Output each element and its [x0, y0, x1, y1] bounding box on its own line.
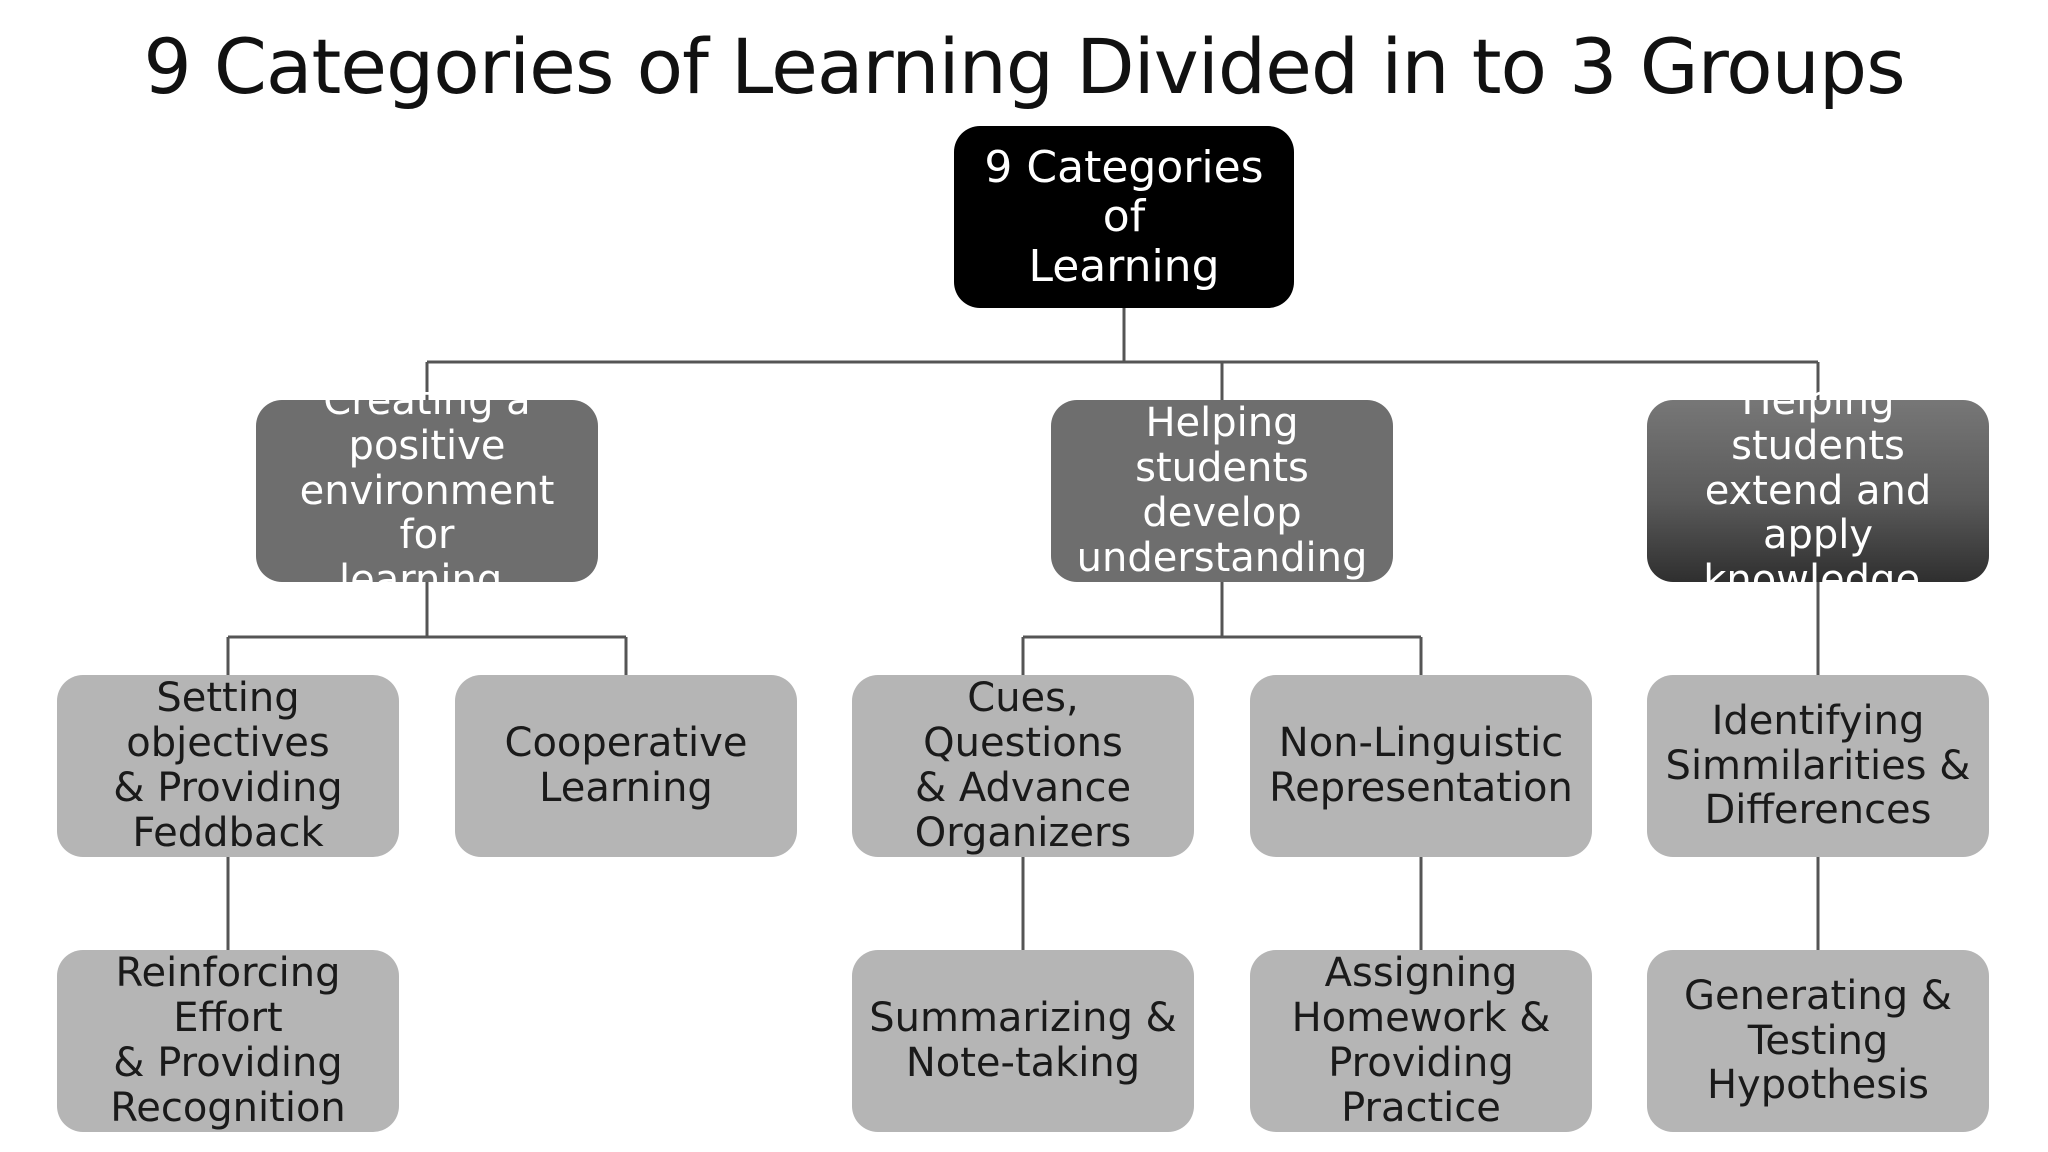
category-generating-testing: Generating & Testing Hypothesis	[1647, 950, 1989, 1132]
root-node: 9 Categories of Learning	[954, 126, 1294, 308]
category-identifying-similarities: Identifying Simmilarities & Differences	[1647, 675, 1989, 857]
connector-root-to-groups	[425, 308, 1820, 400]
category-assigning-homework: Assigning Homework & Providing Practice	[1250, 950, 1592, 1132]
category-reinforcing-effort: Reinforcing Effort & Providing Recogniti…	[57, 950, 399, 1132]
category-non-linguistic: Non-Linguistic Representation	[1250, 675, 1592, 857]
category-cooperative-learning: Cooperative Learning	[455, 675, 797, 857]
group-extend-apply-knowledge: Helping students extend and apply knowle…	[1647, 379, 1989, 603]
connector-group2-children	[1021, 582, 1423, 675]
category-setting-objectives: Setting objectives & Providing Feddback	[57, 675, 399, 857]
category-cues-questions: Cues, Questions & Advance Organizers	[852, 675, 1194, 857]
group-positive-environment: Creating a positive environment for lear…	[256, 379, 598, 603]
connector-group1-children	[226, 582, 628, 675]
group-develop-understanding: Helping students develop understanding	[1051, 400, 1393, 582]
page-title: 9 Categories of Learning Divided in to 3…	[143, 22, 1905, 111]
category-summarizing: Summarizing & Note-taking	[852, 950, 1194, 1132]
